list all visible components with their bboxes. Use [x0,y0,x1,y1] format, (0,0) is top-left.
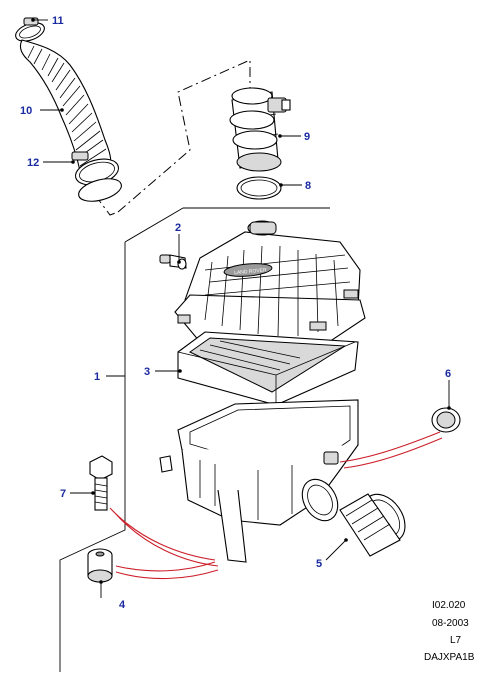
reference-drawing-id: DAJXPA1B [424,652,475,663]
corrugated-intake-hose [19,39,112,173]
filter-element [177,331,359,406]
mounting-grommet [431,407,461,433]
callout-12: 12 [27,157,39,169]
hose-clamp-top [15,17,45,42]
reference-code: I02.020 [432,600,466,611]
hose-clamp-bottom [71,151,122,202]
callout-2: 2 [175,222,181,234]
connector-line-bolt [109,507,219,567]
callout-11: 11 [52,15,64,27]
cover-logo-text: LAND ROVER [234,267,267,276]
callout-10: 10 [20,105,32,117]
retaining-clip [159,455,173,473]
callout-5: 5 [316,558,322,570]
mass-airflow-sensor [229,87,291,172]
callout-9: 9 [304,131,310,143]
outlet-duct [339,493,406,557]
connector-line-bush [115,561,219,580]
callout-8: 8 [305,180,311,192]
air-cleaner-base [177,399,359,563]
sensor-fastener [159,254,187,270]
routing-dash-line [94,59,251,216]
leader-lines [31,18,451,598]
connector-line-grommet [339,431,443,469]
callout-7: 7 [60,488,66,500]
mounting-bolt [89,455,113,511]
sealing-ring [236,176,282,200]
air-cleaner-cover: LAND ROVER [174,220,366,349]
callout-3: 3 [144,366,150,378]
reference-date: 08-2003 [432,618,469,629]
callout-1: 1 [94,371,100,383]
callout-6: 6 [445,368,451,380]
callout-4: 4 [119,599,126,611]
rubber-mount-bush [87,548,113,583]
reference-variant: L7 [450,635,462,646]
